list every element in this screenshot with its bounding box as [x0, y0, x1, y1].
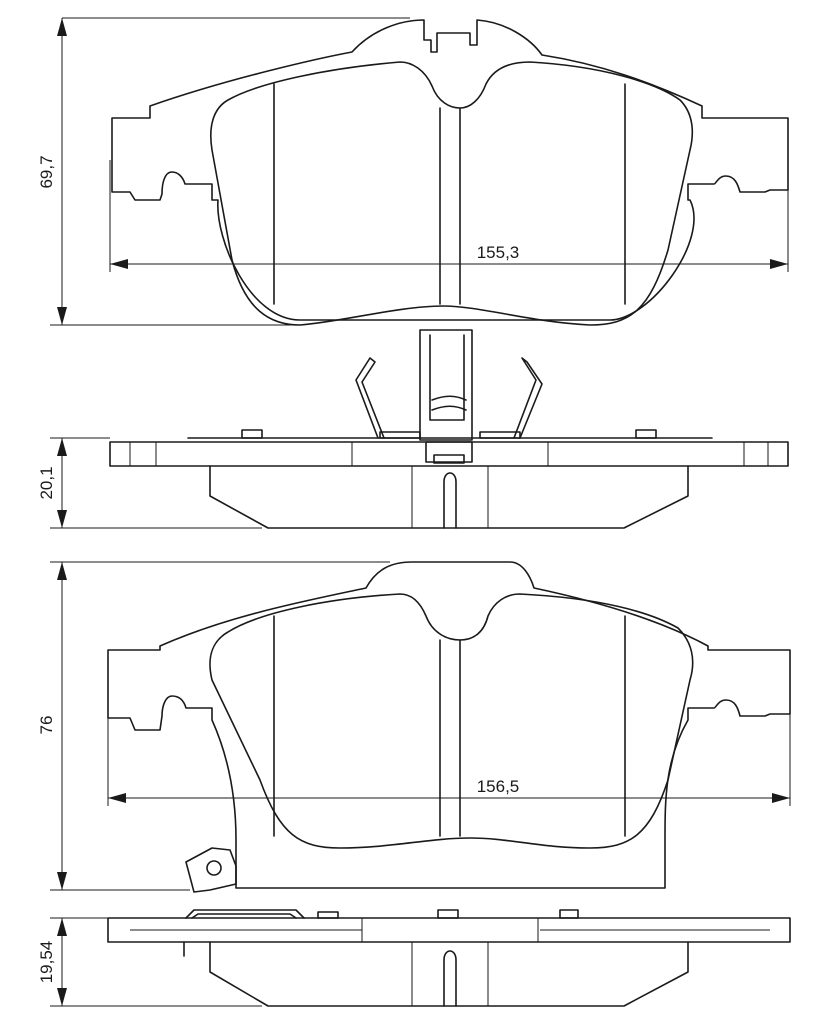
top-pad-backing-plate	[111, 19, 789, 321]
bottom-pad-backing-plate	[107, 561, 791, 889]
top-pad-width-dimension	[109, 160, 789, 272]
bottom-pad-front-view	[107, 561, 791, 893]
top-pad-friction-section	[209, 465, 689, 529]
bottom-pad-friction-material	[209, 593, 694, 849]
bottom-pad-friction-section	[209, 941, 689, 1007]
bottom-pad-backing-section	[107, 917, 791, 943]
bottom-pad-height-label: 76	[37, 716, 56, 735]
top-pad-wire-clip-right	[513, 357, 543, 439]
bottom-pad-sensor-clip	[185, 909, 305, 919]
top-pad-front-view	[111, 19, 789, 326]
bottom-pad-height-dimension	[50, 561, 390, 891]
bottom-pad-thickness-dimension	[50, 917, 262, 1007]
top-pad-retaining-spring	[419, 329, 473, 441]
bottom-pad-thickness-label: 19,54	[37, 941, 56, 984]
top-pad-thickness-dimension	[50, 437, 262, 529]
bottom-pad-wear-sensor	[185, 847, 237, 893]
bottom-pad-width-dimension	[107, 690, 791, 806]
top-pad-width-label: 155,3	[477, 243, 520, 262]
top-pad-thickness-label: 20,1	[37, 466, 56, 499]
top-pad-wire-clip-left	[355, 357, 385, 439]
top-pad-side-view	[109, 329, 789, 529]
bottom-pad-side-view	[107, 909, 791, 1007]
top-pad-friction-material	[210, 61, 694, 326]
top-pad-height-dimension	[50, 17, 410, 326]
top-pad-height-label: 69,7	[37, 155, 56, 188]
bottom-pad-width-label: 156,5	[477, 777, 520, 796]
